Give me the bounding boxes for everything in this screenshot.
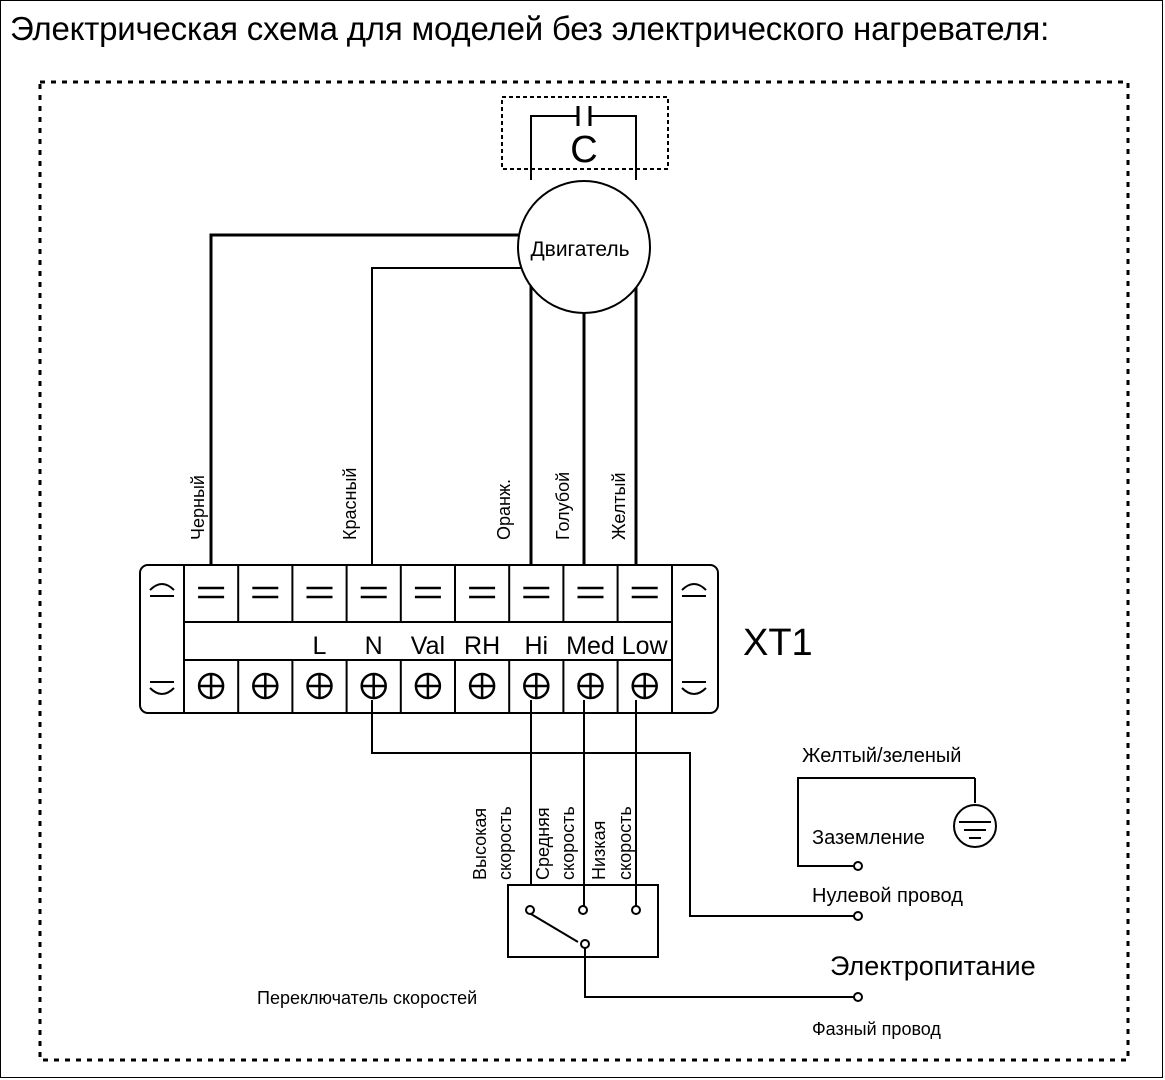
- terminal-5: Val: [399, 565, 445, 713]
- power-terminals: [853, 861, 863, 1002]
- motor-label: Двигатель: [530, 238, 629, 261]
- terminal-label: Hi: [524, 632, 548, 660]
- phase-terminal: [853, 992, 863, 1002]
- capacitor: C: [501, 96, 669, 180]
- screw-icon: [414, 672, 442, 700]
- neutral-label: Нулевой провод: [812, 885, 963, 907]
- phase-label: Фазный провод: [812, 1019, 941, 1039]
- speed-switch: [507, 884, 659, 958]
- speed-switch-box: [507, 884, 659, 958]
- terminal-2: [237, 565, 279, 713]
- right-mount-top: [681, 583, 707, 597]
- speed-mid-line1: Средняя: [533, 807, 553, 880]
- screw-icon: [468, 672, 496, 700]
- screw-icon: [252, 672, 279, 700]
- label-blue: Голубой: [553, 472, 573, 540]
- wire-black: [209, 233, 520, 600]
- left-mount-bottom: [149, 681, 175, 695]
- switch-contact-high: [525, 905, 535, 915]
- switch-lever: [530, 913, 579, 943]
- terminal-label: Val: [411, 632, 445, 660]
- wire-color-labels: Черный Красный Оранж. Голубой Желтый: [188, 468, 629, 540]
- speed-mid-line2: скорость: [558, 806, 578, 880]
- speed-low-line1: Низкая: [589, 821, 609, 880]
- terminal-label: L: [313, 632, 327, 660]
- motor-circle: [517, 180, 651, 314]
- wire-phase: [584, 944, 858, 998]
- speed-high-line2: скорость: [495, 806, 515, 880]
- right-mount-bottom: [681, 681, 707, 695]
- speed-low-line2: скорость: [615, 806, 635, 880]
- speed-switch-label: Переключатель скоростей: [257, 988, 477, 1008]
- terminal-3: L: [291, 565, 333, 713]
- speed-high-line1: Высокая: [470, 808, 490, 880]
- label-yellow: Желтый: [609, 472, 629, 540]
- label-orange: Оранж.: [494, 479, 514, 540]
- terminal-6: RH: [454, 565, 500, 713]
- switch-contact-low: [631, 905, 641, 915]
- terminal-1: [197, 586, 225, 700]
- wire-neutral: [371, 700, 858, 917]
- ground-terminal: [853, 861, 863, 871]
- terminal-4: N: [345, 565, 387, 713]
- terminal-block-body: [139, 564, 719, 714]
- capacitor-leads: [530, 115, 637, 180]
- terminal-block-name: XT1: [743, 622, 813, 664]
- supply-label: Электропитание: [830, 951, 1036, 981]
- motor-wires: [209, 233, 638, 600]
- screw-icon: [523, 672, 550, 700]
- wire-red: [371, 267, 522, 600]
- diagram-title: Электрическая схема для моделей без элек…: [10, 10, 1050, 47]
- wire-ground: [797, 777, 975, 867]
- motor: Двигатель: [517, 180, 651, 314]
- screw-icon: [577, 672, 604, 700]
- terminal-label: Med: [566, 632, 615, 660]
- terminal-label: Low: [622, 632, 669, 660]
- terminal-7: Hi: [508, 565, 550, 713]
- screw-icon: [306, 672, 333, 700]
- terminal-label: RH: [464, 632, 500, 660]
- speed-labels: Высокая скорость Средняя скорость Низкая…: [470, 806, 635, 880]
- label-red: Красный: [340, 468, 360, 540]
- terminal-label: N: [365, 632, 383, 660]
- screw-icon: [197, 672, 225, 700]
- left-mount-top: [149, 583, 175, 597]
- ground-label: Заземление: [812, 827, 925, 849]
- terminal-8: Med: [562, 565, 615, 713]
- unit-boundary: [38, 80, 1130, 1062]
- power-labels: Желтый/зеленый Заземление Нулевой провод…: [802, 745, 1036, 1039]
- terminal-9: Low: [616, 565, 669, 713]
- screw-icon: [631, 672, 658, 700]
- supply-wires: [371, 700, 975, 998]
- neutral-terminal: [853, 911, 863, 921]
- capacitor-label: C: [570, 129, 597, 171]
- ground-wire-label: Желтый/зеленый: [802, 745, 961, 767]
- switch-common-contact: [580, 939, 590, 949]
- screw-icon: [360, 672, 387, 700]
- label-black: Черный: [188, 475, 208, 540]
- earth-icon: [953, 778, 997, 848]
- terminal-end-caps: [183, 565, 673, 713]
- switch-contact-mid: [578, 905, 588, 915]
